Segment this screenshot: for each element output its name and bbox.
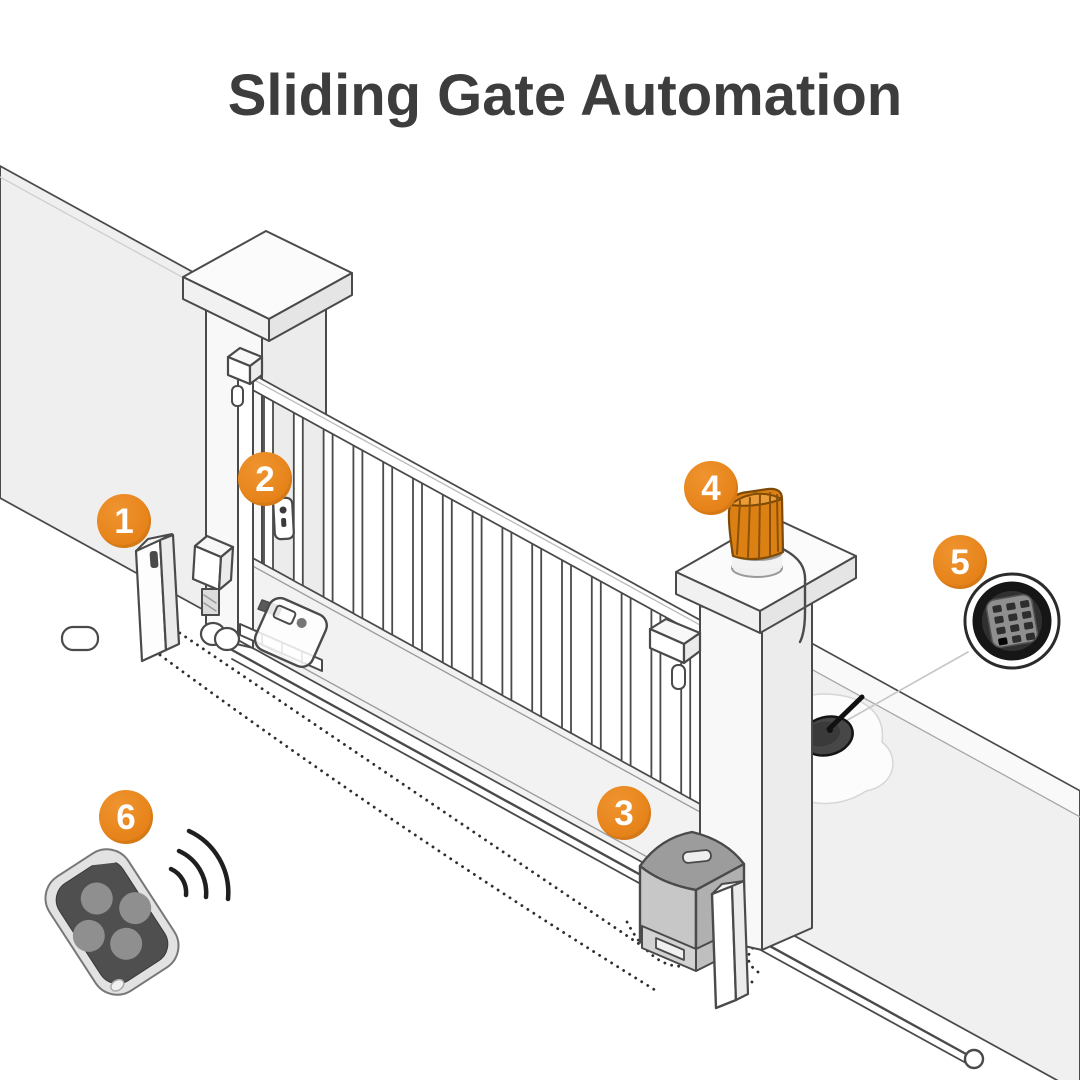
beacon-wire bbox=[781, 547, 807, 644]
track-rail bbox=[230, 648, 985, 1070]
page-title: Sliding Gate Automation bbox=[227, 63, 903, 128]
track-end-stop bbox=[963, 1048, 985, 1070]
marker-5-keypad: 5 bbox=[933, 535, 987, 589]
guide-post bbox=[710, 879, 750, 1010]
junction-box bbox=[191, 534, 235, 616]
left-wall bbox=[0, 164, 213, 616]
release-bracket bbox=[199, 596, 328, 672]
marker-1-photocell: 1 bbox=[97, 494, 151, 548]
marker-4-beacon: 4 bbox=[684, 461, 738, 515]
signal-waves-icon bbox=[168, 828, 231, 902]
gate-motor-icon bbox=[638, 830, 746, 972]
marker-2-gate-lock: 2 bbox=[238, 452, 292, 506]
remote-transmitter-icon bbox=[44, 828, 231, 996]
marker-6-remote: 6 bbox=[99, 790, 153, 844]
keypad-keys bbox=[992, 600, 1036, 646]
gate-guide-bracket-left bbox=[226, 346, 264, 407]
photocell-column-icon bbox=[134, 533, 181, 663]
key-switch-needle bbox=[826, 694, 865, 732]
flashing-beacon-icon bbox=[727, 487, 807, 644]
gate-lock-icon bbox=[272, 496, 295, 541]
marker-3-motor: 3 bbox=[597, 786, 651, 840]
conduit-pipe bbox=[60, 625, 100, 652]
gate-guide-bracket-right bbox=[648, 617, 702, 690]
keypad-icon bbox=[963, 572, 1061, 670]
keypad-leader-line bbox=[843, 651, 969, 723]
